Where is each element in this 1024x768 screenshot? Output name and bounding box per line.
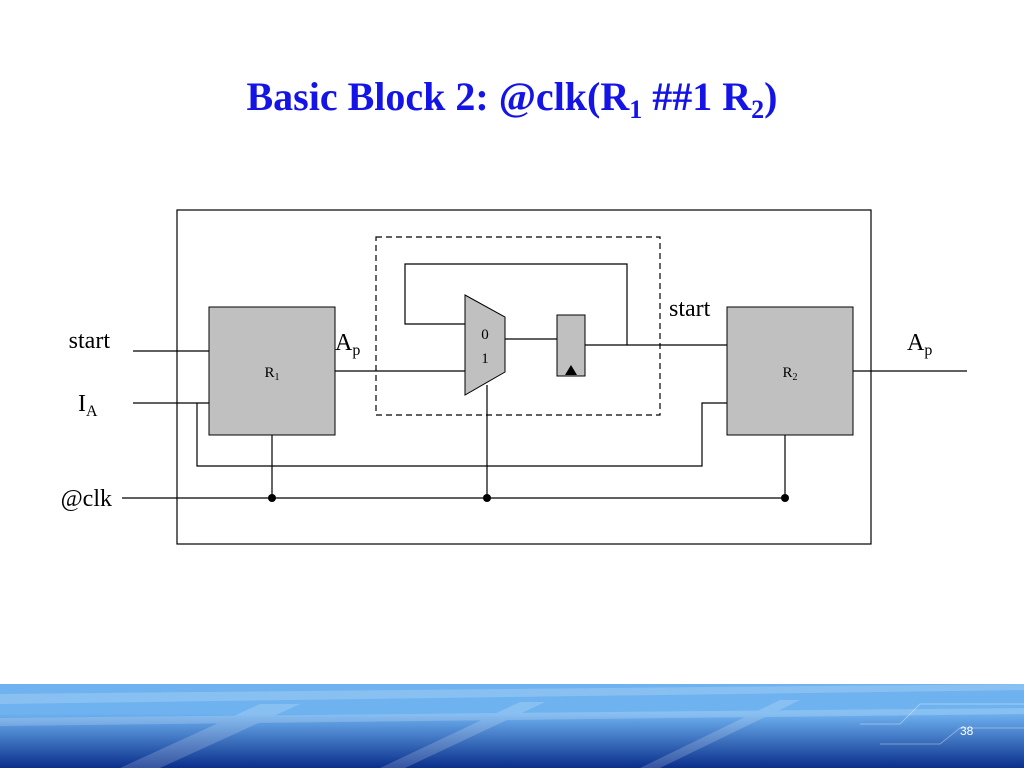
band-streaks: [0, 684, 1024, 768]
label-start-internal: start: [669, 296, 711, 322]
label-clk-input: @clk: [61, 486, 112, 512]
title-prefix: Basic Block 2: @clk(R: [246, 73, 630, 119]
label-ap-internal: Ap: [335, 330, 360, 359]
band-background: [0, 684, 1024, 768]
r2-label: R2: [782, 365, 797, 383]
title-sub-2: 2: [751, 94, 765, 124]
junction-dot: [268, 494, 276, 502]
r2-block: [726, 306, 854, 436]
r1-block: [208, 306, 336, 436]
title-suffix: ): [764, 73, 778, 119]
slide-title: Basic Block 2: @clk(R1 ##1 R2): [0, 69, 1024, 138]
mux-input-0: 0: [481, 327, 489, 343]
wire-feedback: [404, 263, 628, 346]
label-start-input: start: [69, 328, 111, 354]
label-ia-input: IA: [78, 391, 98, 420]
label-ap-output: Ap: [907, 330, 932, 359]
mux-shape: [464, 294, 506, 396]
junction-dot: [483, 494, 491, 502]
wires: [122, 263, 967, 499]
r1-label: R1: [264, 365, 279, 383]
mux-input-1: 1: [481, 351, 489, 367]
flip-flop-clock-triangle: [565, 365, 577, 375]
title-middle: ##1 R: [642, 73, 752, 119]
band-circuit-lines: [860, 703, 1024, 745]
wire-ia-route: [196, 402, 727, 467]
junction-dot: [781, 494, 789, 502]
outer-frame: [176, 209, 872, 545]
circuit-diagram: R1 R2 0 1 start IA @clk Ap start Ap: [61, 209, 967, 545]
title-sub-1: 1: [629, 94, 643, 124]
footer-decorative-band: [0, 684, 1024, 768]
dashed-group-box: [375, 236, 661, 416]
slide-number: 38: [960, 724, 974, 738]
